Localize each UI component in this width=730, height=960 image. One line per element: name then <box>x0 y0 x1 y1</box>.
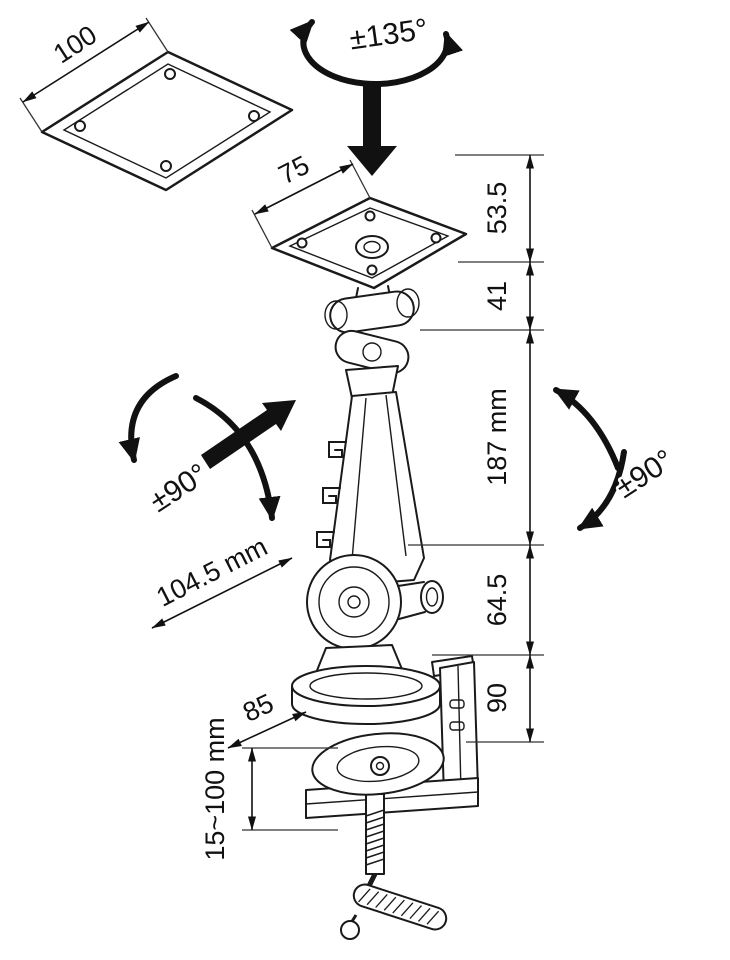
tilt-thick-arrow <box>201 400 296 469</box>
vesa-hole <box>160 160 172 172</box>
extension-line <box>145 17 169 53</box>
dimension-line <box>254 163 354 215</box>
base-disc-top <box>291 665 441 707</box>
pivot-axle <box>347 595 361 609</box>
pivot-bolt <box>420 580 444 614</box>
crank-grip <box>352 883 448 931</box>
tilt-arrows-right-icon <box>553 387 627 531</box>
tilt-arc-right-upper <box>553 387 621 471</box>
dimension-label: 100 <box>48 20 102 70</box>
dimension-label: 64.5 <box>482 574 512 627</box>
ball-center <box>362 342 382 362</box>
clamp-slot <box>449 699 465 709</box>
pad-screw-head <box>370 756 390 776</box>
swivel-rotation-arrow-icon <box>289 19 464 87</box>
plate-knob-inner <box>363 240 381 254</box>
pivot-hub <box>338 586 370 618</box>
plate-hole <box>296 237 308 249</box>
plate-hole <box>430 232 442 244</box>
clamp-pad-inner <box>336 745 420 783</box>
plate-hole <box>366 264 378 276</box>
vesa-hole <box>164 68 176 80</box>
plate-knob <box>355 235 389 259</box>
vesa-hole <box>248 110 260 122</box>
dimension-chain-right: 53.5 41 187 mm 64.5 90 <box>408 154 544 743</box>
vesa-adapter-plate <box>40 50 294 192</box>
lower-pivot-joint <box>306 554 444 650</box>
swivel-arc <box>289 19 464 87</box>
tilt-arrows-left-icon <box>118 373 296 521</box>
dimension-label: 53.5 <box>482 182 512 235</box>
tilt-cylinder <box>329 290 415 334</box>
dimension-line <box>227 711 307 749</box>
dimension-clamp-range: 15~100 mm <box>198 715 338 863</box>
cylinder-end <box>396 288 420 318</box>
dimension-arm-length: 104.5 mm <box>149 529 293 629</box>
clamp-screw-assembly <box>311 732 448 940</box>
dimension-label: 41 <box>482 281 512 311</box>
jaw-edge <box>305 791 479 805</box>
base-disc-inner <box>309 672 423 700</box>
support-arm <box>316 391 425 587</box>
vesa-hole <box>74 120 86 132</box>
upper-tilt-joint <box>324 285 420 399</box>
dimension-label: 85 <box>238 688 278 728</box>
dimension-line <box>151 557 293 629</box>
thread-hatching <box>365 809 385 866</box>
mount-plate-inner <box>288 207 450 279</box>
dimension-label: 187 mm <box>482 388 512 486</box>
dimension-label: 15~100 mm <box>200 717 230 860</box>
arm-edge <box>351 397 367 561</box>
crank-knob <box>340 920 360 940</box>
grip-body <box>352 883 448 931</box>
pivot-bolt-inner <box>425 587 439 607</box>
extension-line <box>251 209 273 249</box>
tilt-right-label: ±90° <box>610 443 680 504</box>
clamp-slot <box>449 721 465 731</box>
cylinder-end <box>324 300 348 330</box>
mounting-plate <box>270 196 468 290</box>
swivel-range-label: ±135° <box>348 13 430 57</box>
bolt-line <box>397 581 425 587</box>
dimension-label: 90 <box>482 683 512 713</box>
dimension-clamp-depth: 85 <box>227 685 307 749</box>
down-arrow-icon <box>347 84 397 176</box>
dimension-line <box>22 21 150 103</box>
clamp-back-edge <box>457 665 462 793</box>
pivot-ring <box>318 566 390 638</box>
grip-hatching <box>358 888 440 925</box>
dimension-label: 104.5 mm <box>152 531 273 612</box>
cable-clip <box>322 487 341 504</box>
arm-edge <box>385 394 407 557</box>
dimension-label: 75 <box>274 150 314 190</box>
cable-clip <box>328 441 347 458</box>
tilt-arc-right-lower <box>577 449 627 531</box>
tilt-left-label: ±90° <box>144 457 214 518</box>
bolt-line <box>398 611 426 620</box>
cable-clip <box>316 531 335 548</box>
pad-screw-center <box>375 761 385 771</box>
tilt-arc-left-outer <box>118 373 179 463</box>
tilt-arc-left-inner <box>193 395 281 521</box>
pivot-outer <box>306 554 402 650</box>
plate-hole <box>364 210 376 222</box>
extension-line <box>19 97 43 133</box>
